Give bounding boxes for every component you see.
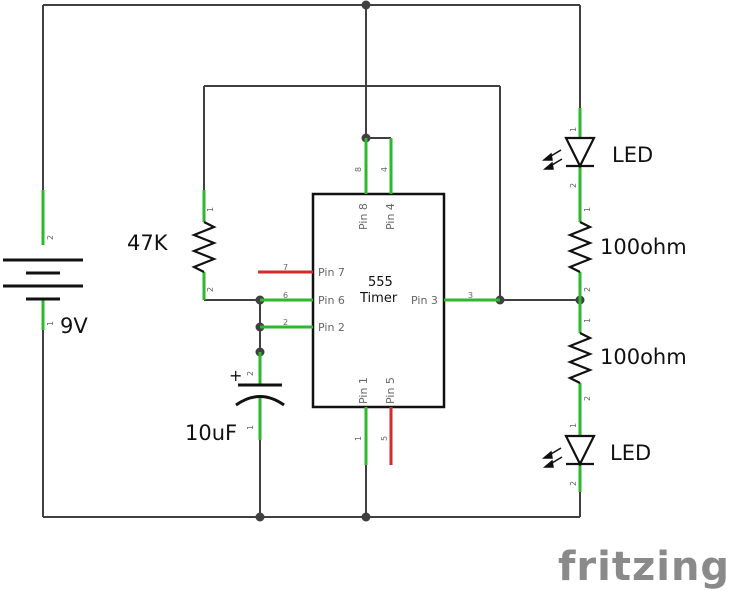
r1-zigzag [191, 221, 217, 273]
capacitor-c1: + 2 1 10uF [185, 352, 285, 445]
ic-555-timer: Pin 8 Pin 4 Pin 7 Pin 6 Pin 2 Pin 3 Pin … [258, 138, 500, 465]
r2-pin-top: 1 [583, 207, 592, 212]
resistor-r1: 1 2 47K [127, 190, 217, 300]
led1-pin-top: 1 [569, 127, 578, 132]
ic-pin2-number: 2 [283, 318, 288, 327]
battery-pin-top: 2 [46, 235, 55, 240]
ic-pin5-label: Pin 5 [384, 377, 397, 404]
ic-pin3-number: 3 [468, 291, 473, 300]
ic-pin8-number: 8 [354, 167, 363, 172]
ic-name-line2: Timer [359, 291, 398, 306]
r1-label: 47K [127, 231, 169, 255]
led1-label: LED [612, 143, 653, 167]
cap-plate-curved [235, 395, 285, 407]
ic-pin5-number: 5 [380, 436, 389, 441]
junction-dot [361, 512, 371, 522]
cap-pin-bottom: 1 [246, 425, 255, 430]
battery-pin-bottom: 1 [46, 321, 55, 326]
led1-triangle [564, 136, 596, 169]
ic-pin7-number: 7 [283, 263, 288, 272]
wires [42, 4, 581, 518]
ic-pin2-label: Pin 2 [318, 321, 345, 334]
led1-pin-bottom: 2 [569, 183, 578, 188]
cap-plus-sign: + [229, 366, 242, 385]
led2-pin-bottom: 2 [569, 481, 578, 486]
ic-pin3-label: Pin 3 [411, 294, 438, 307]
r3-label: 100ohm [600, 345, 687, 369]
led2-pin-top: 1 [569, 423, 578, 428]
junction-dot [361, 0, 371, 10]
led1-light-arrows [541, 149, 563, 170]
r3-pin-bottom: 2 [583, 396, 592, 401]
ic-pin7-label: Pin 7 [318, 266, 345, 279]
battery-9v: 2 1 9V [3, 190, 88, 338]
ic-pin4-label: Pin 4 [384, 203, 397, 230]
ic-name-line1: 555 [368, 275, 393, 290]
ic-pin4-number: 4 [380, 167, 389, 172]
r3-pin-top: 1 [583, 318, 592, 323]
r1-pin-bottom: 2 [206, 287, 215, 292]
r2-zigzag [567, 221, 593, 273]
ic-pin8-label: Pin 8 [357, 203, 370, 230]
led-top: 1 2 LED [541, 108, 653, 195]
cap-label: 10uF [185, 421, 237, 445]
r1-pin-top: 1 [206, 207, 215, 212]
r2-pin-bottom: 2 [583, 287, 592, 292]
resistor-r3: 1 2 100ohm [567, 300, 687, 408]
led2-triangle [564, 434, 596, 467]
r2-label: 100ohm [600, 235, 687, 259]
resistor-r2: 1 2 100ohm [567, 195, 687, 300]
ic-pin1-label: Pin 1 [357, 377, 370, 404]
ic-pin1-number: 1 [354, 436, 363, 441]
led2-light-arrows [541, 447, 563, 468]
cap-pin-top: 2 [246, 371, 255, 376]
led2-label: LED [610, 441, 651, 465]
r3-zigzag [567, 332, 593, 384]
led-bottom: 1 2 LED [541, 408, 651, 492]
battery-label: 9V [60, 314, 88, 338]
ic-pin6-label: Pin 6 [318, 294, 345, 307]
junction-dot [255, 512, 265, 522]
ic-body [311, 192, 446, 409]
ic-pin6-number: 6 [283, 291, 288, 300]
fritzing-logo: fritzing [558, 544, 730, 590]
